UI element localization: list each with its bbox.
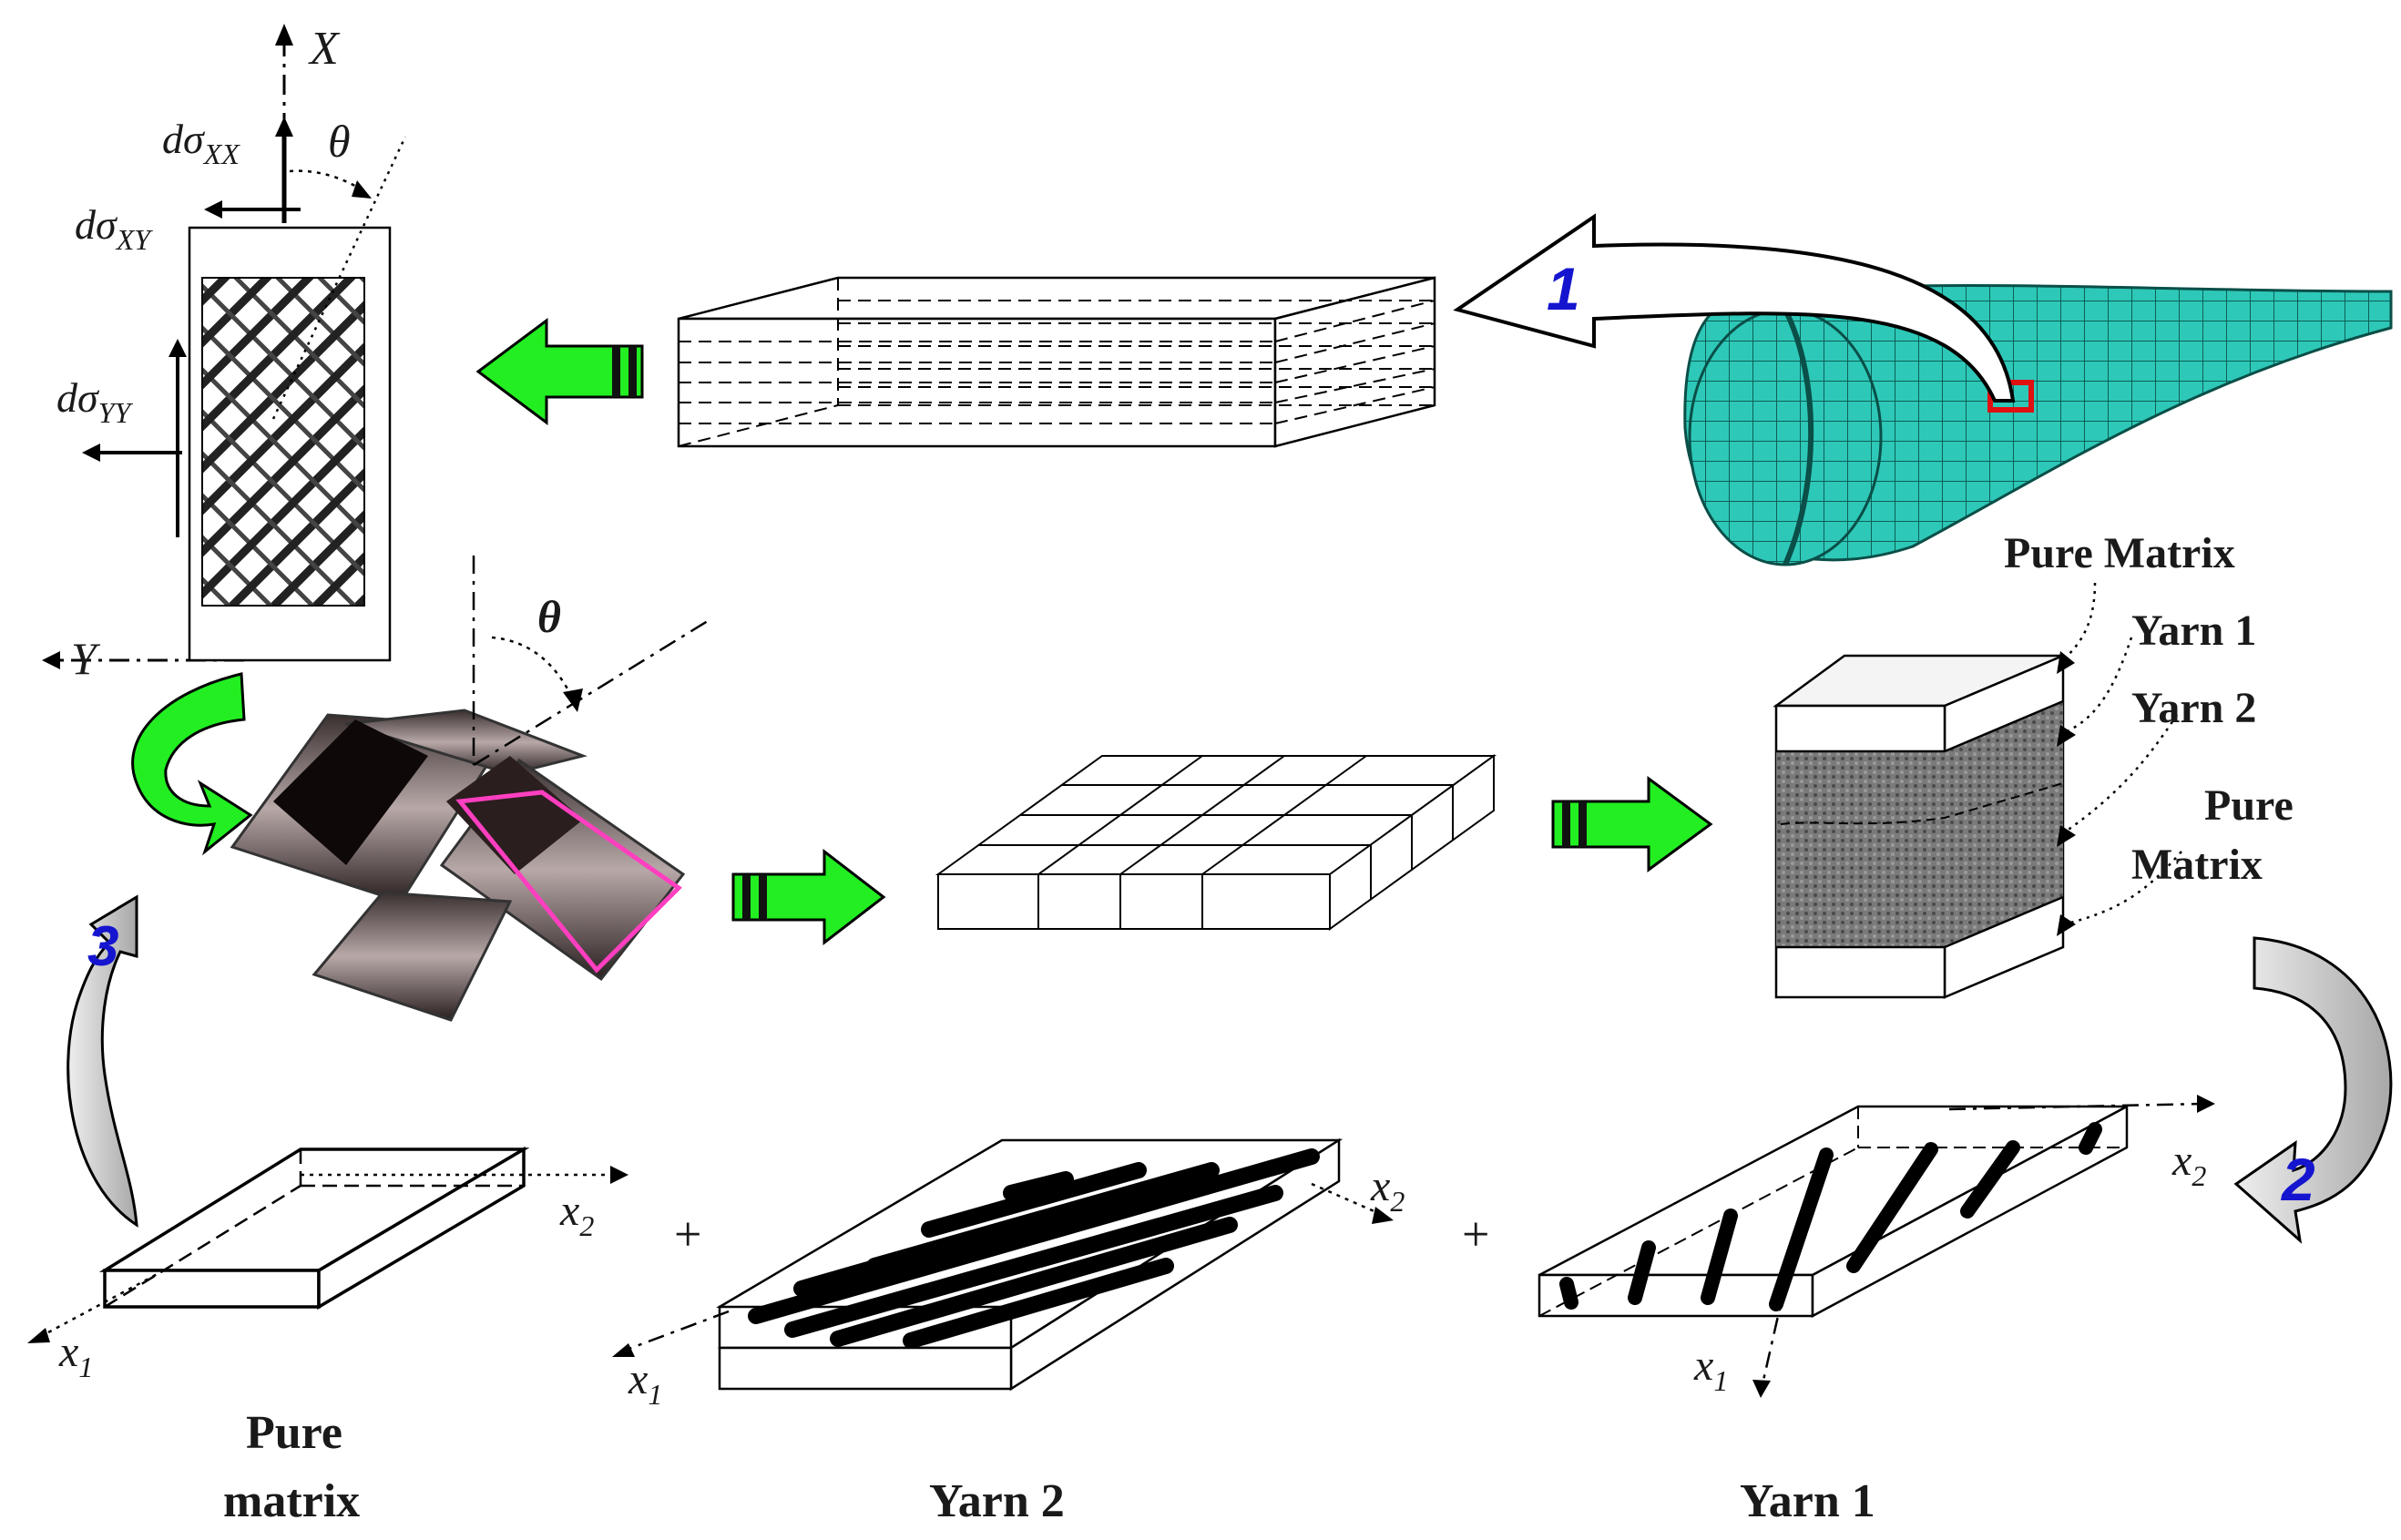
plate2-x1-subscript: 1 bbox=[648, 1378, 662, 1411]
step2-number: 2 bbox=[2280, 1146, 2315, 1213]
yarn1-bottom-label: Yarn 1 bbox=[1740, 1475, 1875, 1527]
yarn2-side-label: Yarn 2 bbox=[2131, 684, 2256, 732]
step1-number: 1 bbox=[1547, 255, 1580, 322]
plate2-x1-arrowhead bbox=[612, 1343, 635, 1357]
pointer-head-1 bbox=[2057, 651, 2075, 674]
pure-side-label-line2: Matrix bbox=[2131, 841, 2263, 889]
plate1-x2-subscript: 2 bbox=[579, 1209, 594, 1242]
plate2-x1-label: x1 bbox=[628, 1355, 662, 1411]
theta-top-label: θ bbox=[328, 116, 351, 167]
pointer-head-4 bbox=[2057, 914, 2076, 936]
pointer-head-2 bbox=[2057, 725, 2076, 747]
pure-matrix-top-label: Pure Matrix bbox=[2004, 529, 2235, 577]
axis-x-label: X bbox=[308, 23, 341, 75]
plate3-x1-label: x1 bbox=[1693, 1341, 1728, 1397]
plate2-x2-label: x2 bbox=[1370, 1162, 1405, 1218]
plate3-x1-arrowhead bbox=[1752, 1380, 1771, 1398]
sub-cell-grid bbox=[935, 754, 1497, 931]
layered-block bbox=[1773, 654, 2065, 999]
green-arrow-laminate-to-element bbox=[475, 318, 644, 425]
plate3-x2-subscript: 2 bbox=[2192, 1159, 2206, 1192]
plate3-x2-letter: x bbox=[2171, 1137, 2192, 1185]
plate3-x1-subscript: 1 bbox=[1713, 1364, 1728, 1397]
plate3-x1-letter: x bbox=[1693, 1341, 1713, 1390]
pure-matrix-plate bbox=[36, 1146, 619, 1341]
plate1-x1-subscript: 1 bbox=[78, 1351, 93, 1383]
stress-yy-label: dσYY bbox=[56, 374, 133, 429]
axis-y-label: Y bbox=[71, 633, 101, 684]
green-arrow-cell-to-grid bbox=[731, 848, 886, 946]
pure-matrix-bottom-line1: Pure bbox=[246, 1407, 342, 1459]
plate3-x2-arrowhead bbox=[2197, 1095, 2215, 1113]
stress-xy-subscript: XY bbox=[115, 223, 154, 256]
step3-curved-arrow bbox=[66, 894, 138, 1228]
fe-mesh-shell bbox=[1683, 283, 2393, 566]
stress-xy-d-sigma: dσ bbox=[75, 201, 118, 248]
layer-pointers bbox=[2062, 582, 2182, 926]
stress-xx-label: dσXX bbox=[162, 116, 240, 170]
plate1-x1-arrowhead bbox=[27, 1328, 50, 1343]
stress-xx-d-sigma: dσ bbox=[162, 116, 206, 162]
plus-sign-1: + bbox=[674, 1207, 701, 1261]
pure-side-label-line1: Pure bbox=[2204, 781, 2294, 830]
plate1-x2-letter: x bbox=[559, 1187, 579, 1235]
stress-xy-label: dσXY bbox=[75, 201, 153, 256]
plate1-x1-label: x1 bbox=[58, 1328, 93, 1383]
plate1-x2-label: x2 bbox=[559, 1187, 594, 1242]
stress-element-panel bbox=[42, 24, 407, 669]
yarn2-plate bbox=[618, 1137, 1385, 1392]
plus-sign-2: + bbox=[1462, 1207, 1489, 1261]
theta-mid-label: θ bbox=[537, 591, 561, 642]
plate1-x1-letter: x bbox=[58, 1328, 78, 1376]
step2-curved-arrow bbox=[2233, 936, 2393, 1244]
plate2-x2-arrowhead bbox=[1372, 1207, 1394, 1224]
yarn1-plate bbox=[1538, 1102, 2205, 1385]
pointer-head-3 bbox=[2057, 825, 2076, 847]
green-curved-arrow bbox=[131, 672, 253, 856]
yarn1-side-label: Yarn 1 bbox=[2131, 607, 2256, 655]
green-arrow-grid-to-layers bbox=[1551, 776, 1713, 872]
pure-matrix-bottom-line2: matrix bbox=[223, 1475, 360, 1527]
yarn2-bottom-label: Yarn 2 bbox=[929, 1475, 1065, 1527]
step3-number: 3 bbox=[87, 915, 118, 978]
woven-unit-cell bbox=[230, 556, 711, 1022]
plate2-x1-letter: x bbox=[628, 1355, 648, 1403]
plate1-x2-arrowhead bbox=[610, 1166, 628, 1184]
plate3-x2-label: x2 bbox=[2171, 1137, 2206, 1192]
unit-cell-highlight bbox=[455, 790, 682, 974]
stress-xx-subscript: XX bbox=[202, 138, 241, 170]
plate2-x2-letter: x bbox=[1370, 1162, 1390, 1210]
step1-curved-arrow bbox=[1453, 213, 2016, 403]
plate2-x2-subscript: 2 bbox=[1390, 1185, 1405, 1218]
stress-yy-d-sigma: dσ bbox=[56, 374, 100, 421]
stress-yy-subscript: YY bbox=[98, 396, 134, 429]
laminate-stack bbox=[677, 276, 1436, 448]
